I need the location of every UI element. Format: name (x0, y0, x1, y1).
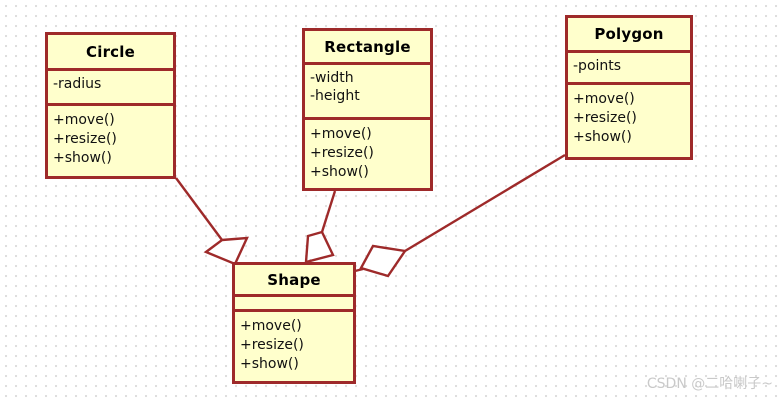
class-name-polygon: Polygon (568, 18, 690, 53)
hollow-triangle-arrowhead (304, 230, 335, 264)
method-item: +show() (53, 150, 112, 166)
class-attributes-circle: -radius (48, 71, 173, 106)
class-methods-shape: +move() +resize() +show() (235, 312, 353, 381)
attribute-item: -height (310, 88, 360, 104)
generalization-polygon-to-shape (354, 153, 566, 278)
method-item: +move() (573, 91, 635, 107)
uml-class-circle[interactable]: Circle -radius +move() +resize() +show() (45, 32, 176, 179)
generalization-line (175, 177, 223, 241)
uml-class-shape[interactable]: Shape +move() +resize() +show() (232, 262, 356, 384)
uml-class-polygon[interactable]: Polygon -points +move() +resize() +show(… (565, 15, 693, 160)
class-name-circle: Circle (48, 35, 173, 71)
method-item: +resize() (53, 131, 117, 147)
class-methods-circle: +move() +resize() +show() (48, 106, 173, 176)
class-name-rectangle: Rectangle (305, 31, 430, 65)
generalization-line-tip (354, 267, 364, 273)
attribute-item: -points (573, 58, 622, 74)
method-item: +move() (240, 318, 302, 334)
method-item: +resize() (573, 110, 637, 126)
class-methods-polygon: +move() +resize() +show() (568, 85, 690, 157)
attribute-item: -radius (53, 76, 102, 92)
class-attributes-polygon: -points (568, 53, 690, 85)
method-item: +move() (310, 126, 372, 142)
method-item: +move() (53, 112, 115, 128)
generalization-circle-to-shape (175, 177, 249, 273)
method-item: +resize() (310, 145, 374, 161)
generalization-line (320, 190, 337, 233)
class-attributes-shape (235, 297, 353, 312)
method-item: +show() (240, 356, 299, 372)
watermark-text: CSDN @二哈喇子~ (646, 376, 773, 392)
class-attributes-rectangle: -width -height (305, 65, 430, 120)
attribute-item: -width (310, 70, 354, 86)
method-item: +resize() (240, 337, 304, 353)
generalization-line (404, 153, 566, 253)
generalization-rectangle-to-shape (304, 190, 337, 267)
hollow-triangle-arrowhead (203, 236, 249, 266)
uml-class-rectangle[interactable]: Rectangle -width -height +move() +resize… (302, 28, 433, 191)
method-item: +show() (310, 164, 369, 180)
class-methods-rectangle: +move() +resize() +show() (305, 120, 430, 188)
class-name-shape: Shape (235, 265, 353, 297)
hollow-triangle-arrowhead (359, 244, 408, 278)
method-item: +show() (573, 129, 632, 145)
